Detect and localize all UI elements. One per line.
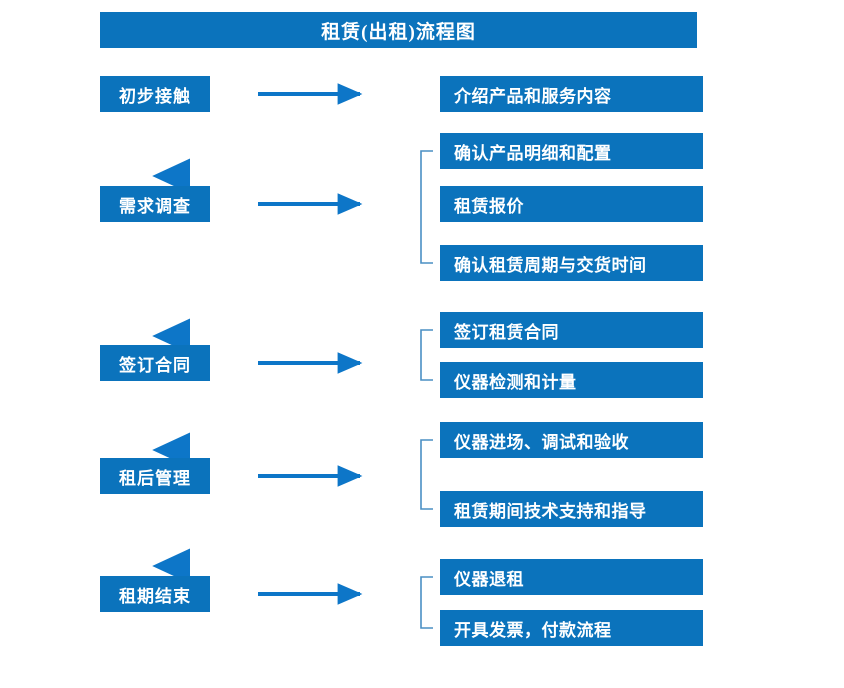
- detail-box-g4-2[interactable]: 租赁期间技术支持和指导: [440, 491, 703, 527]
- bracket-group4: [420, 439, 433, 510]
- detail-box-g5-1[interactable]: 仪器退租: [440, 559, 703, 595]
- detail-box-g2-2[interactable]: 租赁报价: [440, 186, 703, 222]
- stage-box-5[interactable]: 租期结束: [100, 576, 210, 612]
- bracket-group3: [420, 329, 433, 381]
- detail-box-g3-1[interactable]: 签订租赁合同: [440, 312, 703, 348]
- detail-box-g5-2[interactable]: 开具发票，付款流程: [440, 610, 703, 646]
- detail-box-g3-2[interactable]: 仪器检测和计量: [440, 362, 703, 398]
- bracket-group: [420, 150, 433, 629]
- bracket-group2: [420, 150, 433, 264]
- detail-box-g1-1[interactable]: 介绍产品和服务内容: [440, 76, 703, 112]
- detail-box-g2-3[interactable]: 确认租赁周期与交货时间: [440, 245, 703, 281]
- bracket-group5: [420, 576, 433, 629]
- stage-box-4[interactable]: 租后管理: [100, 458, 210, 494]
- stage-box-3[interactable]: 签订合同: [100, 345, 210, 381]
- flowchart-title: 租赁(出租)流程图: [100, 12, 697, 48]
- stage-box-1[interactable]: 初步接触: [100, 76, 210, 112]
- horizontal-arrow-group: [258, 83, 363, 605]
- detail-box-g2-1[interactable]: 确认产品明细和配置: [440, 133, 703, 169]
- stage-box-2[interactable]: 需求调查: [100, 186, 210, 222]
- detail-box-g4-1[interactable]: 仪器进场、调试和验收: [440, 422, 703, 458]
